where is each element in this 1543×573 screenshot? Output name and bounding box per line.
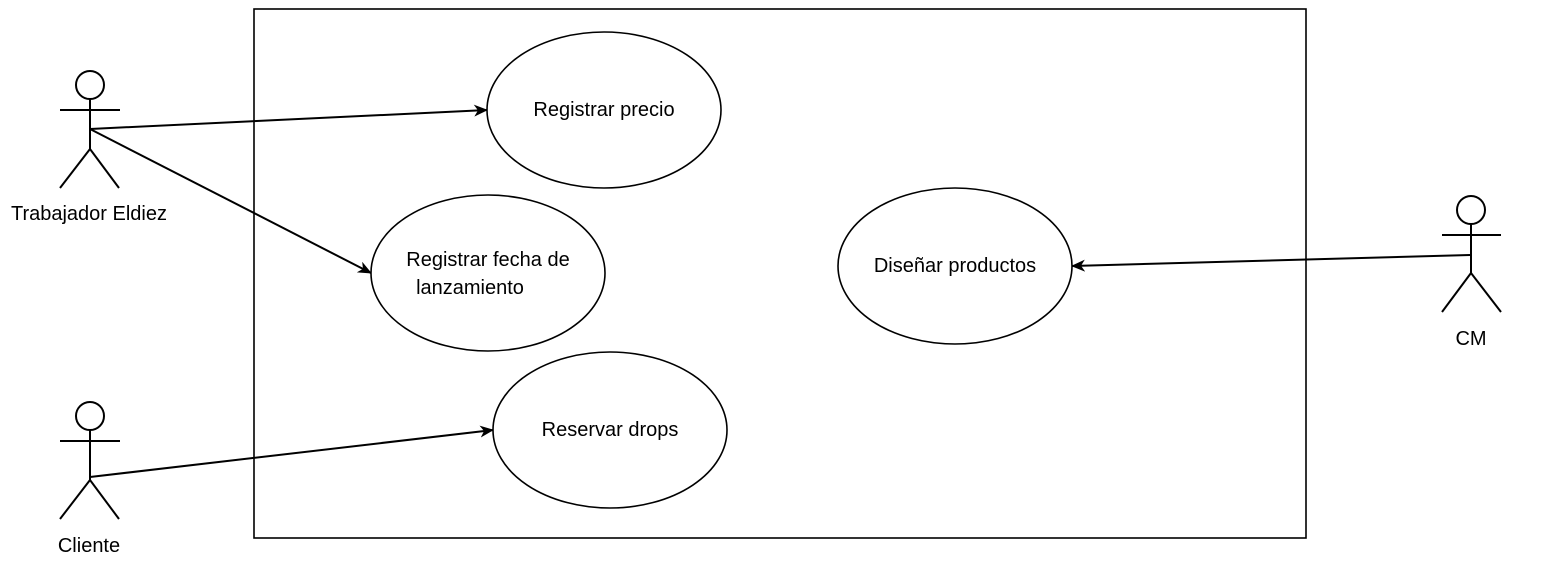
use-case-registrar-precio[interactable]: Registrar precio	[486, 31, 722, 189]
association-cm-disenar-productos	[1071, 254, 1471, 272]
stick-figure-icon	[1441, 195, 1502, 313]
actor-cm[interactable]: CM	[1441, 195, 1502, 350]
actor-label: CM	[1455, 328, 1486, 350]
actor-cliente[interactable]: Cliente	[58, 401, 120, 557]
use-case-label-line-1: Registrar fecha de	[406, 249, 569, 271]
use-case-label: Registrar precio	[533, 99, 674, 121]
actor-label: Cliente	[58, 535, 120, 557]
use-case-label: Diseñar productos	[874, 255, 1036, 277]
actor-trabajador-eldiez[interactable]: Trabajador Eldiez	[11, 70, 167, 225]
use-case-label: Reservar drops	[542, 419, 679, 441]
use-case-label-line-2: lanzamiento	[416, 277, 524, 299]
actor-label: Trabajador Eldiez	[11, 203, 167, 225]
stick-figure-icon	[59, 401, 120, 520]
association-cliente-reservar-drops	[89, 425, 494, 478]
use-case-ellipse	[837, 187, 1073, 345]
use-case-ellipse	[370, 194, 606, 352]
use-case-ellipse	[492, 351, 728, 509]
association-trabajador-registrar-precio	[89, 104, 488, 130]
stick-figure-icon	[59, 70, 120, 189]
use-case-disenar-productos[interactable]: Diseñar productos	[837, 187, 1073, 345]
use-case-registrar-fecha[interactable]: Registrar fecha de lanzamiento	[370, 194, 606, 352]
association-trabajador-registrar-fecha	[89, 128, 372, 274]
use-case-ellipse	[486, 31, 722, 189]
system-boundary	[253, 8, 1307, 539]
use-case-reservar-drops[interactable]: Reservar drops	[492, 351, 728, 509]
